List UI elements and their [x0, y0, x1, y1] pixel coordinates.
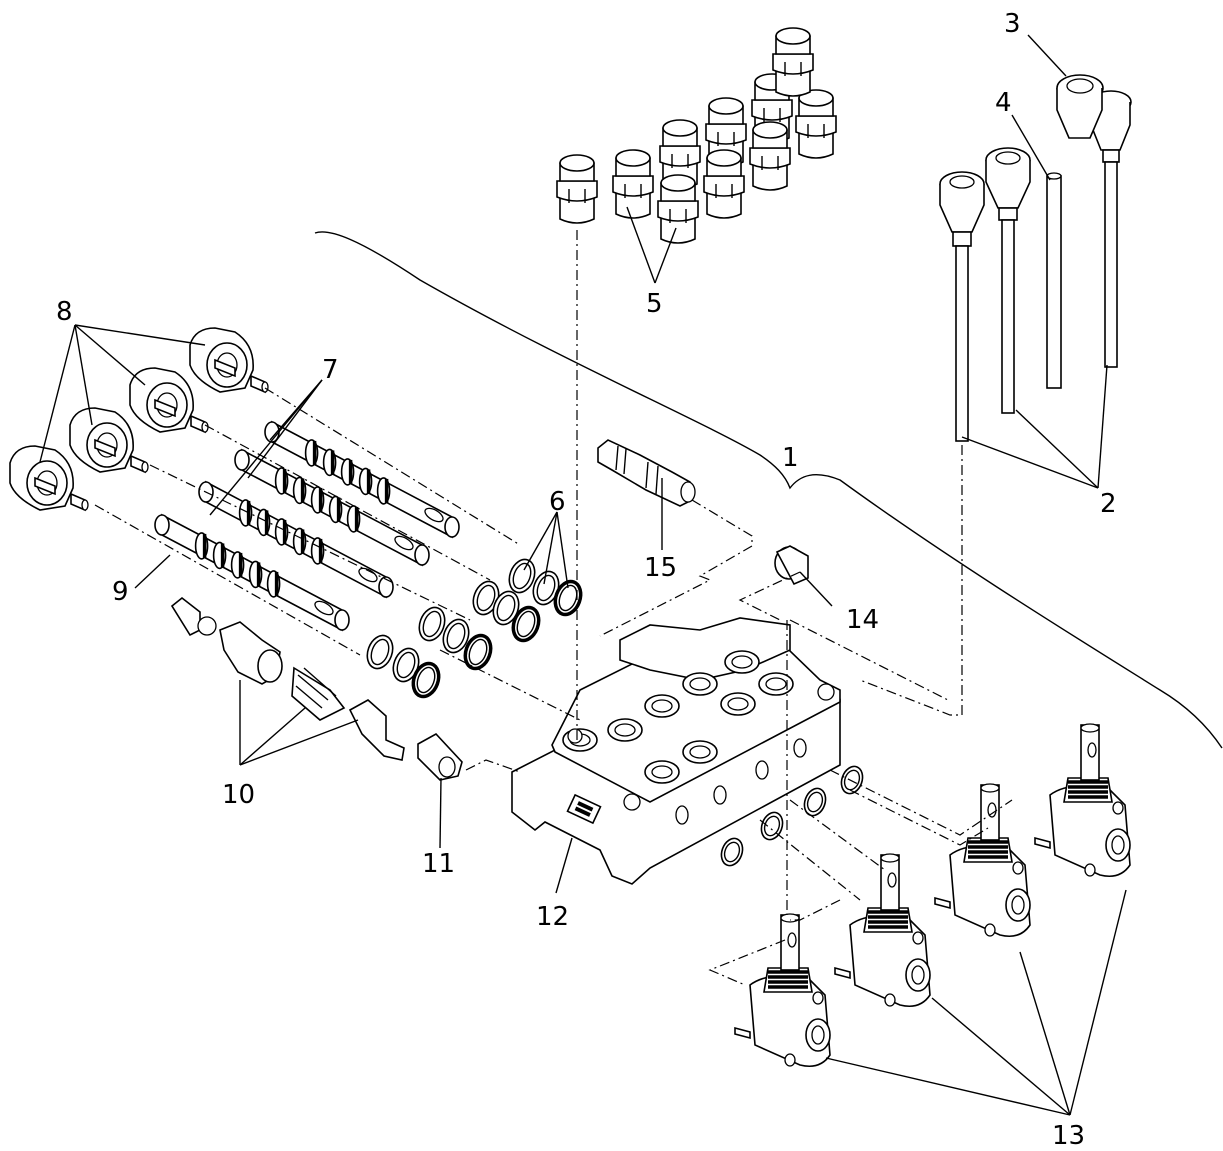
label-14: 14 [846, 605, 879, 635]
spool-7-3 [198, 480, 394, 599]
o-ring-side-2 [803, 787, 827, 817]
label-15: 15 [644, 553, 677, 583]
lever-handle-1 [939, 171, 985, 442]
spool-7-2 [234, 448, 430, 567]
plugs [556, 27, 837, 244]
o-ring-10 [366, 634, 394, 670]
lever-housings [734, 723, 1131, 1068]
spool-7-1 [264, 420, 460, 539]
plug-2 [612, 149, 654, 219]
assembly-bracket-curve [314, 231, 1223, 749]
plug-1 [556, 154, 598, 224]
lever-handle-2 [985, 147, 1031, 414]
label-3: 3 [1004, 9, 1021, 39]
o-ring-1 [508, 558, 536, 594]
spool-caps [9, 327, 269, 512]
o-ring-6 [511, 605, 541, 643]
lever-housing-1 [734, 913, 831, 1068]
plug-9 [795, 89, 837, 159]
o-ring-9 [463, 633, 493, 671]
o-ring-12 [411, 661, 441, 699]
relief-valve-spring [291, 666, 346, 721]
leader-lines [39, 34, 1127, 1116]
label-11: 11 [422, 849, 455, 879]
lever-housing-2 [834, 853, 931, 1008]
lever-housing-3 [934, 783, 1031, 938]
label-10: 10 [222, 780, 255, 810]
plug-4 [657, 174, 699, 244]
relief-valve-parts [170, 596, 463, 781]
lever-handle-3 [1090, 90, 1132, 368]
lever-handle-knob-3 [1056, 74, 1104, 139]
relief-valve-poppet [348, 699, 405, 761]
assembly-centerlines [94, 230, 1013, 986]
label-5: 5 [646, 289, 663, 319]
spool-cap-1 [189, 327, 269, 394]
label-2: 2 [1100, 489, 1117, 519]
pressure-fitting-15 [597, 439, 696, 507]
label-8: 8 [56, 297, 73, 327]
o-ring-3 [553, 579, 583, 617]
valve-body-12 [511, 617, 841, 885]
spools [154, 420, 460, 632]
label-4: 4 [995, 88, 1012, 118]
label-6: 6 [549, 487, 566, 517]
spool-cap-3 [69, 407, 149, 474]
lever-housing-4 [1034, 723, 1131, 878]
o-ring-side-4 [720, 837, 744, 867]
label-7: 7 [322, 355, 339, 385]
plug-14 [774, 545, 809, 586]
spool-9 [154, 513, 350, 632]
o-ring-8 [442, 618, 470, 654]
plug-6 [703, 149, 745, 219]
label-12: 12 [536, 902, 569, 932]
o-ring-7 [418, 606, 446, 642]
label-13: 13 [1052, 1121, 1085, 1151]
callout-labels: 1 2 3 4 5 6 7 8 9 10 11 12 13 14 15 [56, 9, 1117, 1151]
rod-4 [1046, 175, 1062, 389]
label-9: 9 [112, 577, 129, 607]
spool-cap-2 [129, 367, 209, 434]
lever-handles [939, 74, 1132, 442]
plug-10 [772, 27, 814, 97]
label-1: 1 [782, 443, 799, 473]
plug-8 [749, 121, 791, 191]
spool-cap-4 [9, 445, 89, 512]
valve-nameplate [566, 793, 602, 825]
